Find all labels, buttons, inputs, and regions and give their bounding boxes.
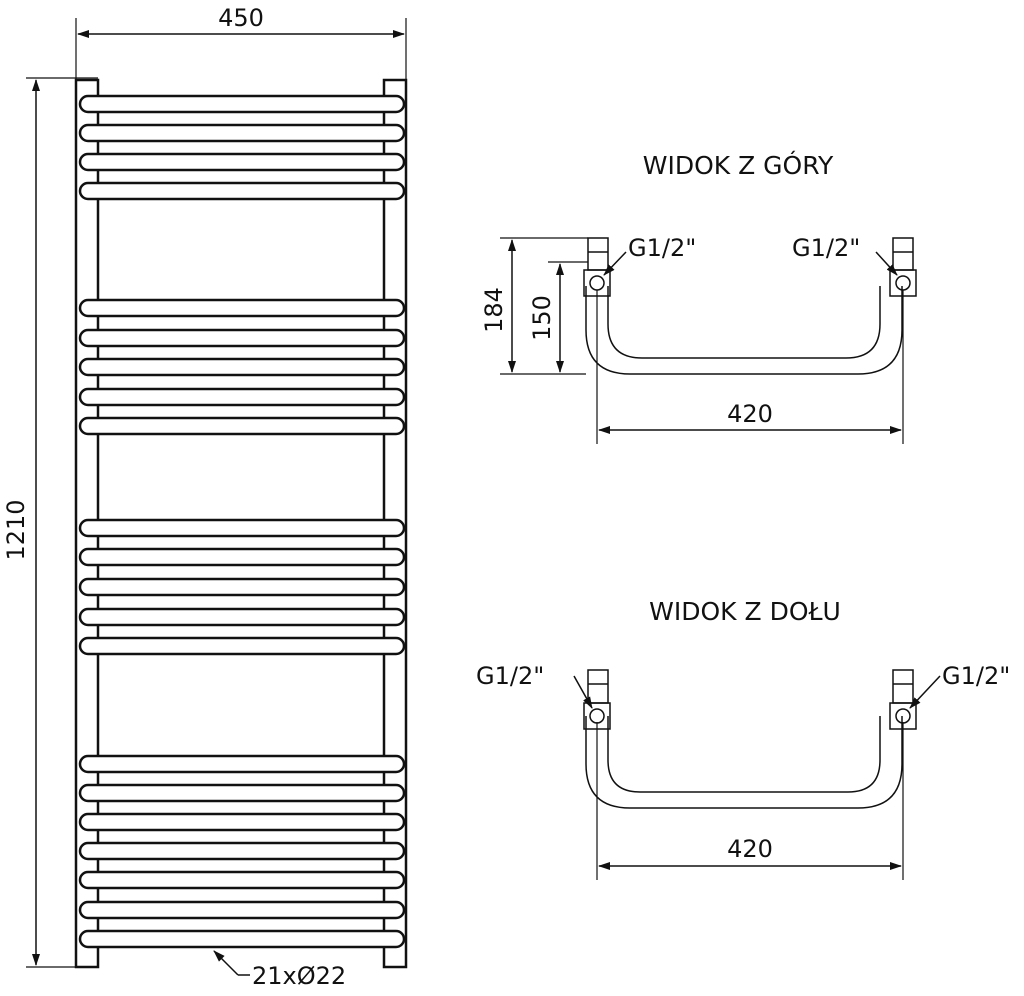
top-right-connector: G1/2" (792, 234, 860, 262)
width-label: 450 (218, 4, 264, 32)
horizontal-bar-9 (78, 416, 406, 436)
top-depth-dimensions: 184 150 (480, 237, 588, 375)
top-spacing-dimension: 420 (596, 290, 904, 444)
width-dimension: 450 (75, 4, 407, 80)
horizontal-bar-14 (78, 636, 406, 656)
top-view-title: WIDOK Z GÓRY (643, 150, 834, 180)
top-view: WIDOK Z GÓRY G1/2" G1/2" (480, 150, 917, 444)
horizontal-bar-1 (78, 94, 406, 114)
bottom-view-title: WIDOK Z DOŁU (649, 597, 841, 626)
bottom-spacing-label: 420 (727, 835, 773, 863)
bottom-right-fitting (889, 669, 917, 730)
depth-inner-label: 150 (528, 295, 556, 341)
horizontal-bar-13 (78, 607, 406, 627)
height-dimension: 1210 (2, 77, 98, 968)
horizontal-bar-3 (78, 152, 406, 172)
horizontal-bar-17 (78, 812, 406, 832)
bottom-right-connector: G1/2" (942, 662, 1010, 690)
bottom-left-connector: G1/2" (476, 662, 544, 690)
bottom-spacing-dimension: 420 (596, 722, 904, 880)
horizontal-bar-15 (78, 754, 406, 774)
depth-outer-label: 184 (480, 287, 508, 333)
top-left-connector: G1/2" (628, 234, 696, 262)
tube-label: 21xØ22 (252, 962, 346, 990)
horizontal-bar-5 (78, 298, 406, 318)
tube-leader: 21xØ22 (213, 950, 346, 990)
horizontal-bar-6 (78, 328, 406, 348)
horizontal-bar-2 (78, 123, 406, 143)
top-left-fitting (583, 237, 611, 297)
top-right-fitting (889, 237, 917, 297)
height-label: 1210 (2, 499, 30, 560)
horizontal-bar-12 (78, 577, 406, 597)
horizontal-bar-20 (78, 900, 406, 920)
horizontal-bar-19 (78, 870, 406, 890)
horizontal-bar-11 (78, 547, 406, 567)
bottom-view: WIDOK Z DOŁU G1/2" G1/2" 420 (476, 597, 1010, 880)
horizontal-bar-16 (78, 783, 406, 803)
horizontal-bar-8 (78, 387, 406, 407)
horizontal-bars (78, 94, 406, 949)
horizontal-bar-21 (78, 929, 406, 949)
horizontal-bar-18 (78, 841, 406, 861)
front-view: 450 1210 21xØ22 (2, 4, 408, 990)
horizontal-bar-10 (78, 518, 406, 538)
horizontal-bar-4 (78, 181, 406, 201)
horizontal-bar-7 (78, 357, 406, 377)
top-spacing-label: 420 (727, 400, 773, 428)
